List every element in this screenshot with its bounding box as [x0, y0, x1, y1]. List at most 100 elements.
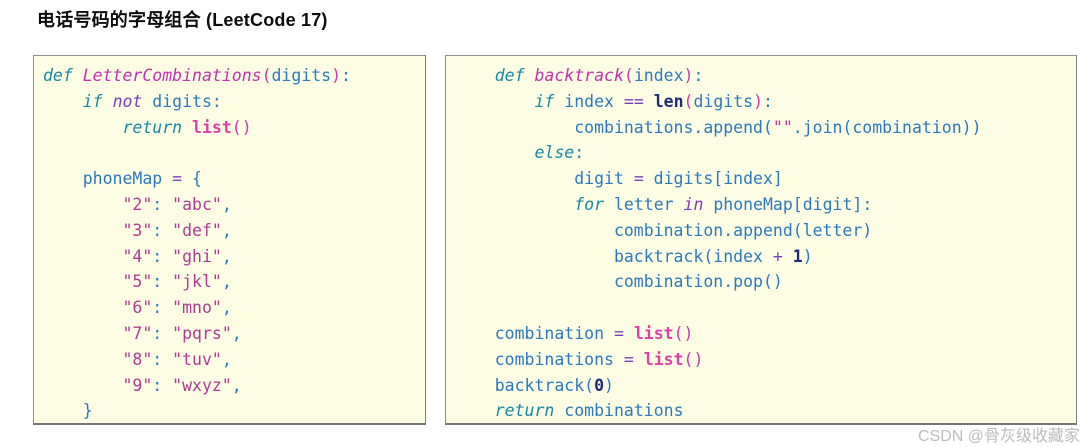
- code-token: :: [152, 298, 173, 318]
- code-token: "3": [122, 220, 153, 240]
- code-token: letter: [604, 194, 684, 214]
- code-token: ): [802, 246, 813, 266]
- code-token: combinations: [455, 349, 624, 369]
- code-token: [43, 92, 83, 111]
- code-token: "2": [122, 194, 153, 214]
- code-token: digit: [455, 169, 634, 189]
- code-token: 0: [594, 375, 605, 395]
- code-token: digits: [271, 66, 332, 85]
- code-line: "6": "mno",: [43, 295, 425, 321]
- code-token: ,: [221, 246, 232, 266]
- code-token: [624, 324, 634, 343]
- code-token: list: [633, 323, 674, 343]
- code-token: }: [43, 401, 93, 421]
- code-line: "2": "abc",: [43, 192, 425, 218]
- code-token: ,: [221, 272, 232, 292]
- code-line: "5": "jkl",: [43, 269, 425, 295]
- code-token: .join(combination)): [792, 117, 982, 137]
- code-token: [43, 324, 122, 343]
- code-token: :: [763, 91, 773, 111]
- code-token: [43, 272, 122, 291]
- code-token: =: [633, 169, 644, 189]
- code-token: phoneMap: [43, 169, 173, 189]
- code-token: if: [534, 91, 555, 111]
- code-line: "3": "def",: [43, 218, 425, 244]
- code-line: "7": "pqrs",: [43, 321, 425, 347]
- code-line: phoneMap = {: [43, 166, 425, 192]
- code-token: ==: [623, 91, 644, 111]
- code-panel-backtrack: def backtrack(index): if index == len(di…: [445, 55, 1077, 425]
- code-token: "mno": [172, 298, 222, 318]
- code-token: backtrack: [534, 66, 624, 85]
- code-token: ,: [221, 349, 232, 369]
- code-line: "8": "tuv",: [43, 347, 425, 373]
- code-token: [644, 92, 654, 111]
- code-token: [43, 118, 122, 137]
- code-token: [43, 195, 122, 214]
- code-token: [182, 118, 192, 137]
- code-token: list: [643, 349, 684, 369]
- code-line: combinations = list(): [455, 347, 1076, 373]
- code-line: else:: [455, 140, 1076, 166]
- code-token: {: [182, 169, 202, 189]
- code-token: "8": [122, 349, 153, 369]
- code-token: "jkl": [172, 272, 222, 292]
- code-token: return: [494, 401, 555, 421]
- code-token: combination.append(letter): [455, 220, 873, 240]
- watermark: CSDN @骨灰级收藏家: [917, 428, 1080, 445]
- code-token: 1: [792, 246, 803, 266]
- code-token: :: [693, 66, 704, 85]
- code-line: combination.pop(): [455, 269, 1076, 295]
- code-token: digits[index]: [643, 169, 783, 189]
- code-token: len: [653, 91, 684, 111]
- code-token: [634, 350, 644, 369]
- code-token: "7": [122, 323, 153, 343]
- code-token: ): [331, 66, 342, 85]
- code-token: return: [122, 117, 183, 137]
- code-token: [43, 350, 122, 369]
- code-token: [455, 143, 534, 162]
- code-line: }: [43, 398, 425, 423]
- code-token: "pqrs": [172, 323, 232, 343]
- code-token: :: [152, 375, 173, 395]
- code-line: if index == len(digits):: [455, 89, 1076, 115]
- code-token: combination.pop(): [455, 272, 783, 292]
- code-token: :: [152, 349, 173, 369]
- code-token: ): [683, 66, 694, 85]
- code-line: backtrack(0): [455, 373, 1076, 399]
- code-token: :: [152, 220, 173, 240]
- code-line: "9": "wxyz",: [43, 373, 425, 399]
- code-token: "6": [122, 298, 153, 318]
- code-token: combinations.append(: [455, 117, 773, 137]
- code-token: (): [673, 323, 694, 343]
- code-token: digits:: [142, 91, 222, 111]
- code-token: [525, 66, 535, 85]
- code-token: for: [574, 194, 605, 214]
- code-line: "4": "ghi",: [43, 244, 425, 270]
- code-token: backtrack(: [455, 375, 595, 395]
- code-token: digits: [693, 91, 754, 111]
- code-token: "": [772, 117, 793, 137]
- code-token: [455, 66, 495, 85]
- code-token: ,: [221, 194, 232, 214]
- code-token: :: [152, 272, 173, 292]
- code-line: if not digits:: [43, 89, 425, 115]
- code-token: "5": [122, 272, 153, 292]
- code-token: =: [613, 323, 624, 343]
- code-token: ,: [231, 323, 242, 343]
- code-token: combination: [455, 323, 614, 343]
- code-token: (: [261, 66, 272, 85]
- code-token: in: [683, 194, 704, 214]
- code-token: index: [633, 66, 684, 85]
- code-token: ,: [221, 298, 232, 318]
- code-token: def: [494, 66, 525, 85]
- code-token: not: [112, 91, 143, 111]
- code-token: backtrack(index: [455, 246, 773, 266]
- code-token: [43, 376, 122, 395]
- code-line: return combinations: [455, 398, 1076, 423]
- code-token: :: [152, 194, 173, 214]
- code-token: "ghi": [172, 246, 222, 266]
- code-token: [783, 247, 793, 266]
- code-token: ,: [231, 375, 242, 395]
- code-token: LetterCombinations: [82, 66, 262, 85]
